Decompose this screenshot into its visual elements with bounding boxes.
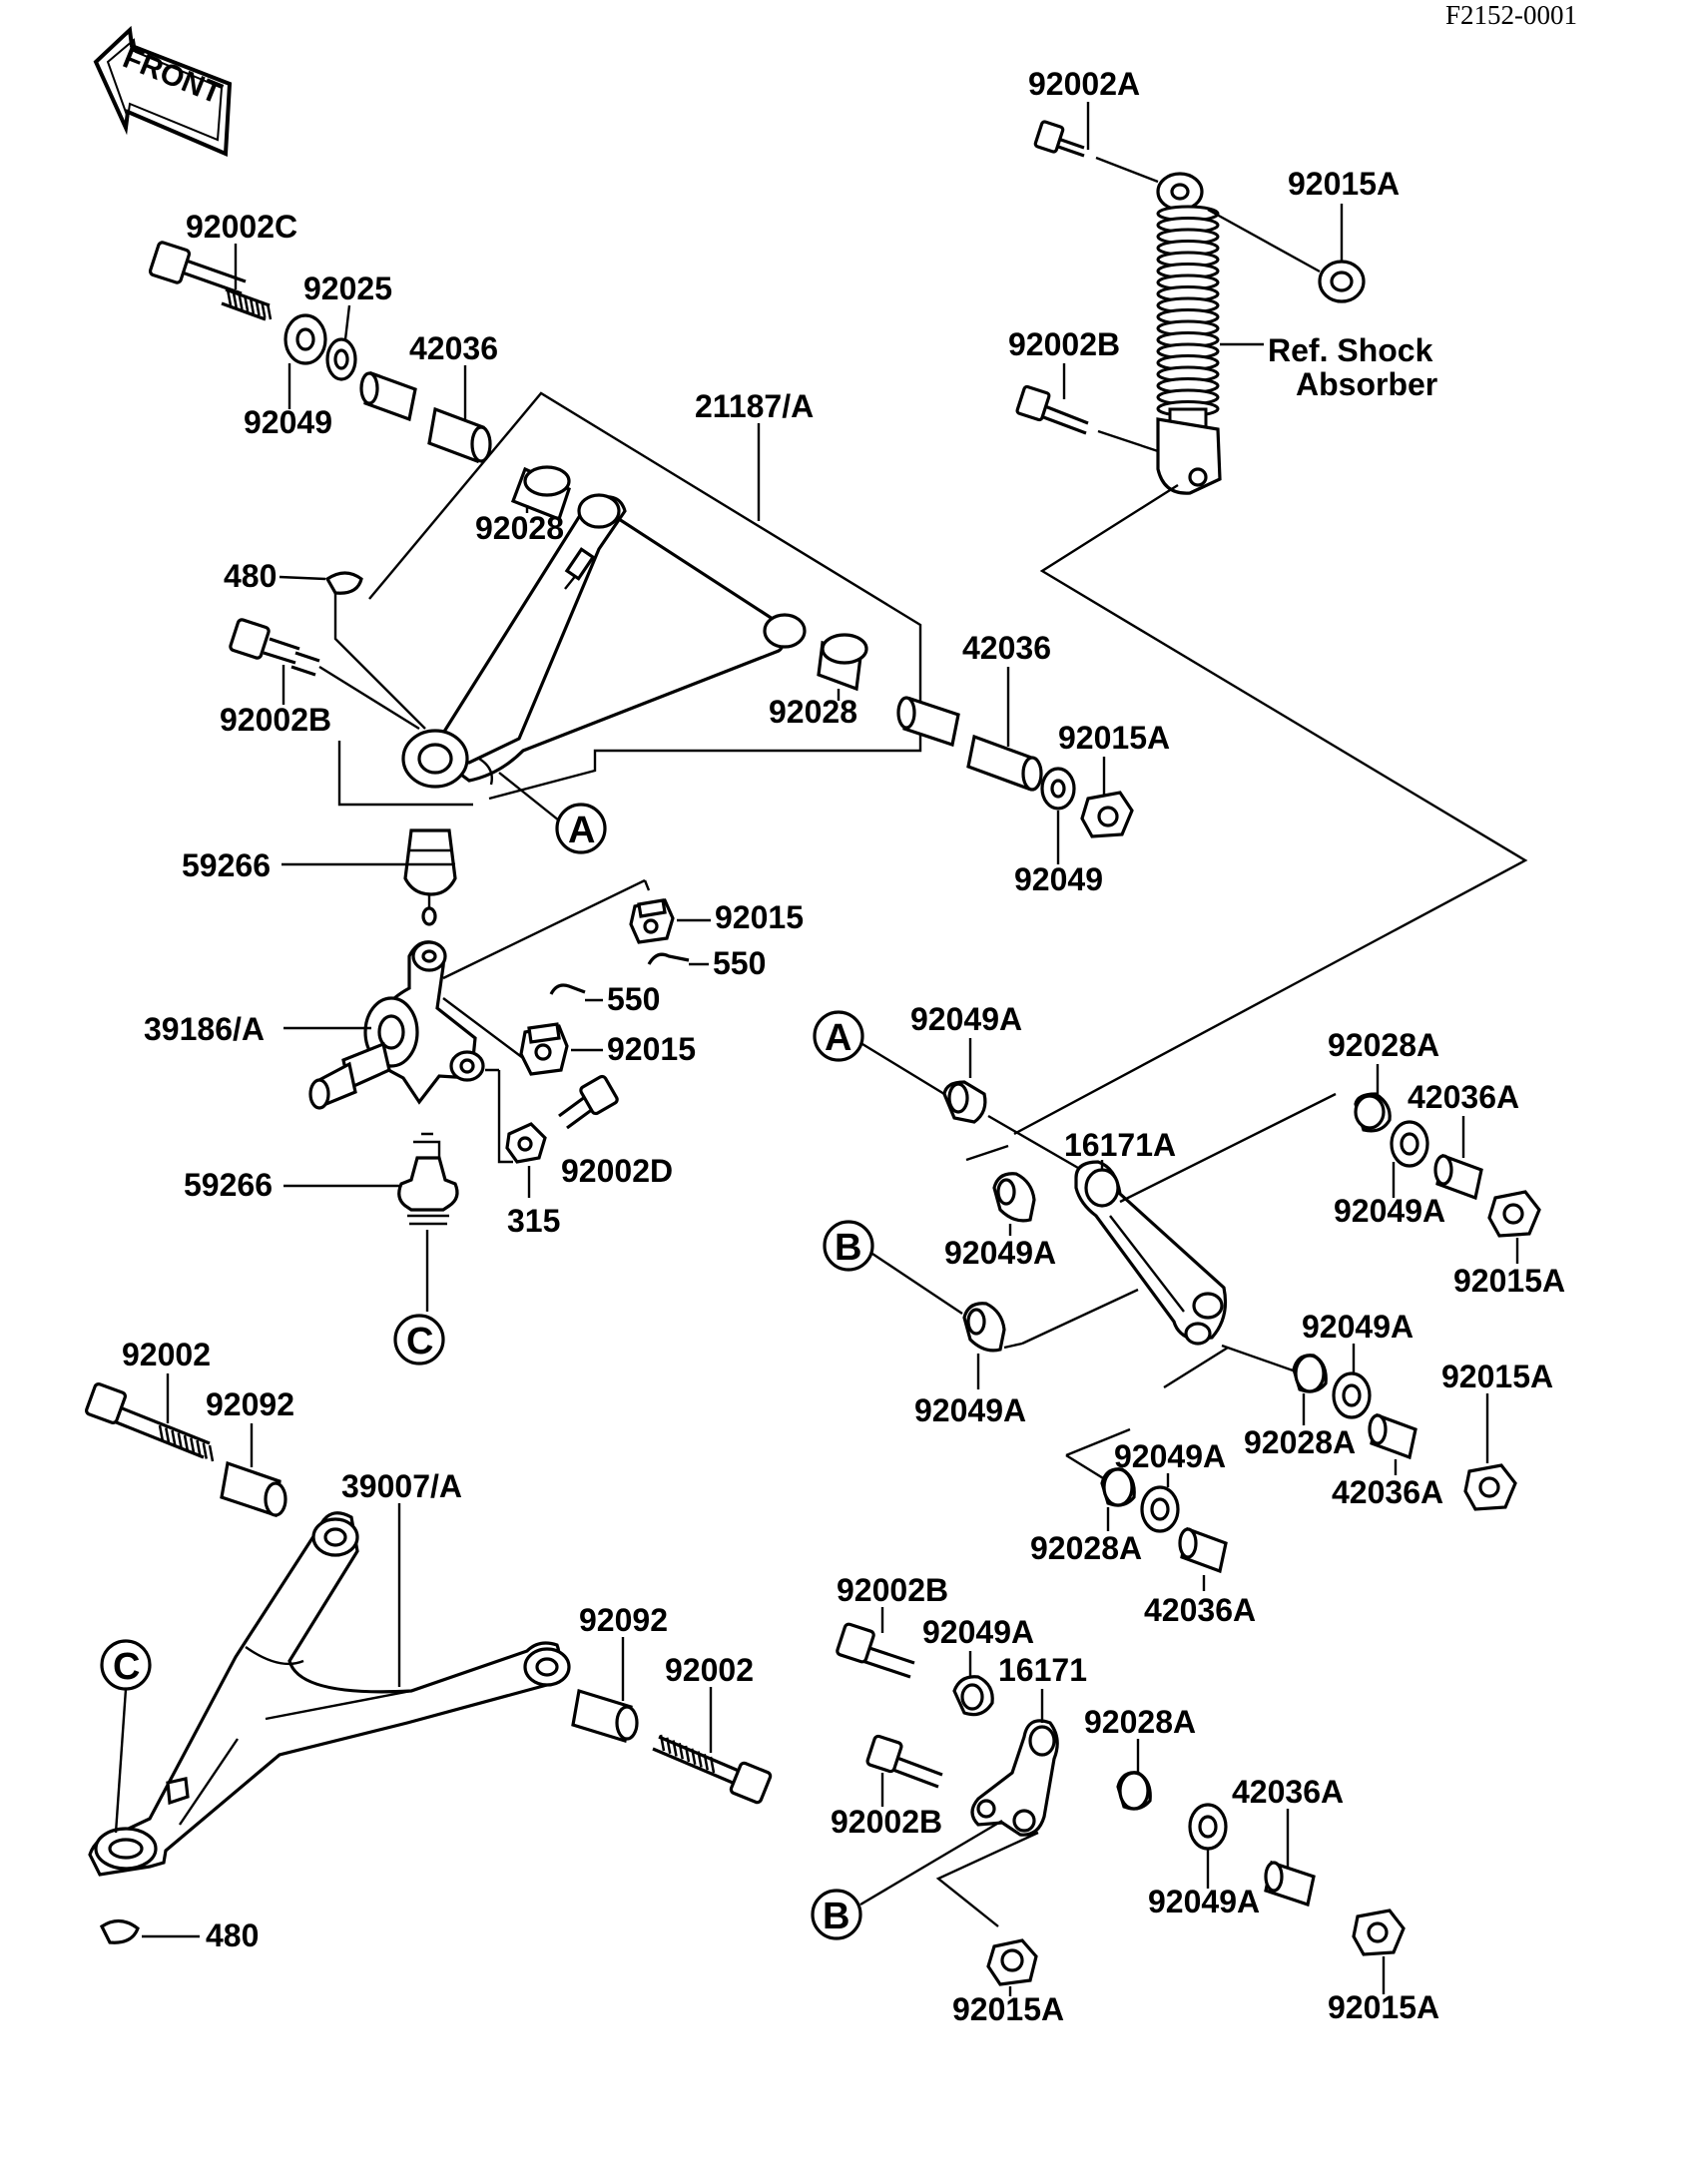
label-550-a: 550: [713, 945, 766, 981]
label-92002B-b1: 92002B: [837, 1572, 948, 1608]
label-92049A-2: 92049A: [944, 1235, 1056, 1271]
label-92015-b: 92015: [607, 1031, 696, 1067]
label-92049A-7: 92049A: [922, 1614, 1034, 1650]
front-arrow-icon: FRONT: [93, 25, 233, 157]
callout-B-rocker: B: [835, 1227, 861, 1269]
upper-a-arm: 92002C 92025 42036 92049 21187/A 92028 9…: [148, 209, 1170, 897]
label-92015A-r2: 92015A: [1441, 1359, 1553, 1394]
label-92002C: 92002C: [186, 209, 297, 245]
callout-C-lower: C: [113, 1646, 140, 1688]
label-39007A: 39007/A: [341, 1468, 462, 1504]
lower-a-arm: 92002 92092 39007/A C 92092 92002 480: [85, 1337, 773, 1953]
label-92049A-6: 92049A: [1114, 1438, 1226, 1474]
label-92015A-top: 92015A: [1288, 166, 1400, 202]
lower-link-assembly: 92002B 92049A 92002B 16171 B 92015A 9202…: [811, 1572, 1439, 2027]
label-42036A-3: 42036A: [1144, 1592, 1256, 1628]
label-92015A-r1: 92015A: [1453, 1263, 1565, 1299]
knuckle-assembly: 59266 39186/A 92015 550 550 92015: [144, 828, 804, 1365]
label-92028-a: 92028: [475, 510, 564, 546]
ref-shock-label-line2: Absorber: [1296, 366, 1437, 402]
label-92002-r: 92002: [665, 1652, 754, 1688]
label-59266-top: 59266: [182, 847, 271, 883]
label-92015-a: 92015: [715, 899, 804, 935]
label-315: 315: [507, 1203, 560, 1239]
label-92015A-mid: 92015A: [1058, 720, 1170, 756]
callout-B-lower: B: [823, 1896, 849, 1937]
diagram-code: F2152-0001: [1445, 0, 1577, 30]
label-550-b: 550: [607, 981, 660, 1017]
label-21187A: 21187/A: [695, 388, 814, 424]
label-92049-mid: 92049: [1014, 861, 1103, 897]
label-92049-top: 92049: [244, 404, 332, 440]
label-480-bot: 480: [206, 1917, 259, 1953]
label-92002A: 92002A: [1028, 66, 1140, 102]
label-92002B-b2: 92002B: [831, 1804, 942, 1840]
label-42036-top: 42036: [409, 330, 498, 366]
label-92028-b: 92028: [769, 694, 857, 730]
label-92049A-5: 92049A: [1302, 1309, 1414, 1345]
label-92025: 92025: [303, 271, 392, 306]
label-59266-bot: 59266: [184, 1167, 273, 1203]
label-92092-r: 92092: [579, 1602, 668, 1638]
label-92002B-arm: 92002B: [220, 702, 331, 738]
label-92015A-b2: 92015A: [1328, 1989, 1439, 2025]
callout-A-upper: A: [568, 810, 595, 851]
label-92049A-4: 92049A: [1334, 1193, 1445, 1229]
label-92002D: 92002D: [561, 1153, 673, 1189]
label-16171: 16171: [998, 1652, 1087, 1688]
label-92049A-3: 92049A: [914, 1392, 1026, 1428]
label-92028A-3: 92028A: [1030, 1530, 1142, 1566]
label-42036A-4: 42036A: [1232, 1774, 1344, 1810]
shock-absorber: 92002A 92015A 92002B Ref. Shock Absorber: [1008, 66, 1528, 1136]
label-92092: 92092: [206, 1386, 294, 1422]
label-16171A: 16171A: [1064, 1127, 1176, 1163]
label-92002B-shock: 92002B: [1008, 326, 1120, 362]
callout-C-knuckle: C: [406, 1321, 433, 1363]
label-92049A-8: 92049A: [1148, 1884, 1260, 1919]
threads: [226, 288, 273, 320]
label-42036A-2: 42036A: [1332, 1474, 1443, 1510]
label-92002: 92002: [122, 1337, 211, 1372]
label-92015A-b1: 92015A: [952, 1991, 1064, 2027]
label-42036-mid: 42036: [962, 630, 1051, 666]
label-92028A-2: 92028A: [1244, 1424, 1356, 1460]
label-92028A-4: 92028A: [1084, 1704, 1196, 1740]
label-39186A: 39186/A: [144, 1011, 265, 1047]
label-42036A-1: 42036A: [1408, 1079, 1519, 1115]
rocker-assembly: A 92049A 16171A 92049A B 92049A: [813, 1001, 1565, 1628]
label-480-top: 480: [224, 558, 277, 594]
callout-A-rocker: A: [825, 1017, 851, 1059]
label-92028A-1: 92028A: [1328, 1027, 1439, 1063]
ref-shock-label-line1: Ref. Shock: [1268, 332, 1433, 368]
label-92049A-1: 92049A: [910, 1001, 1022, 1037]
